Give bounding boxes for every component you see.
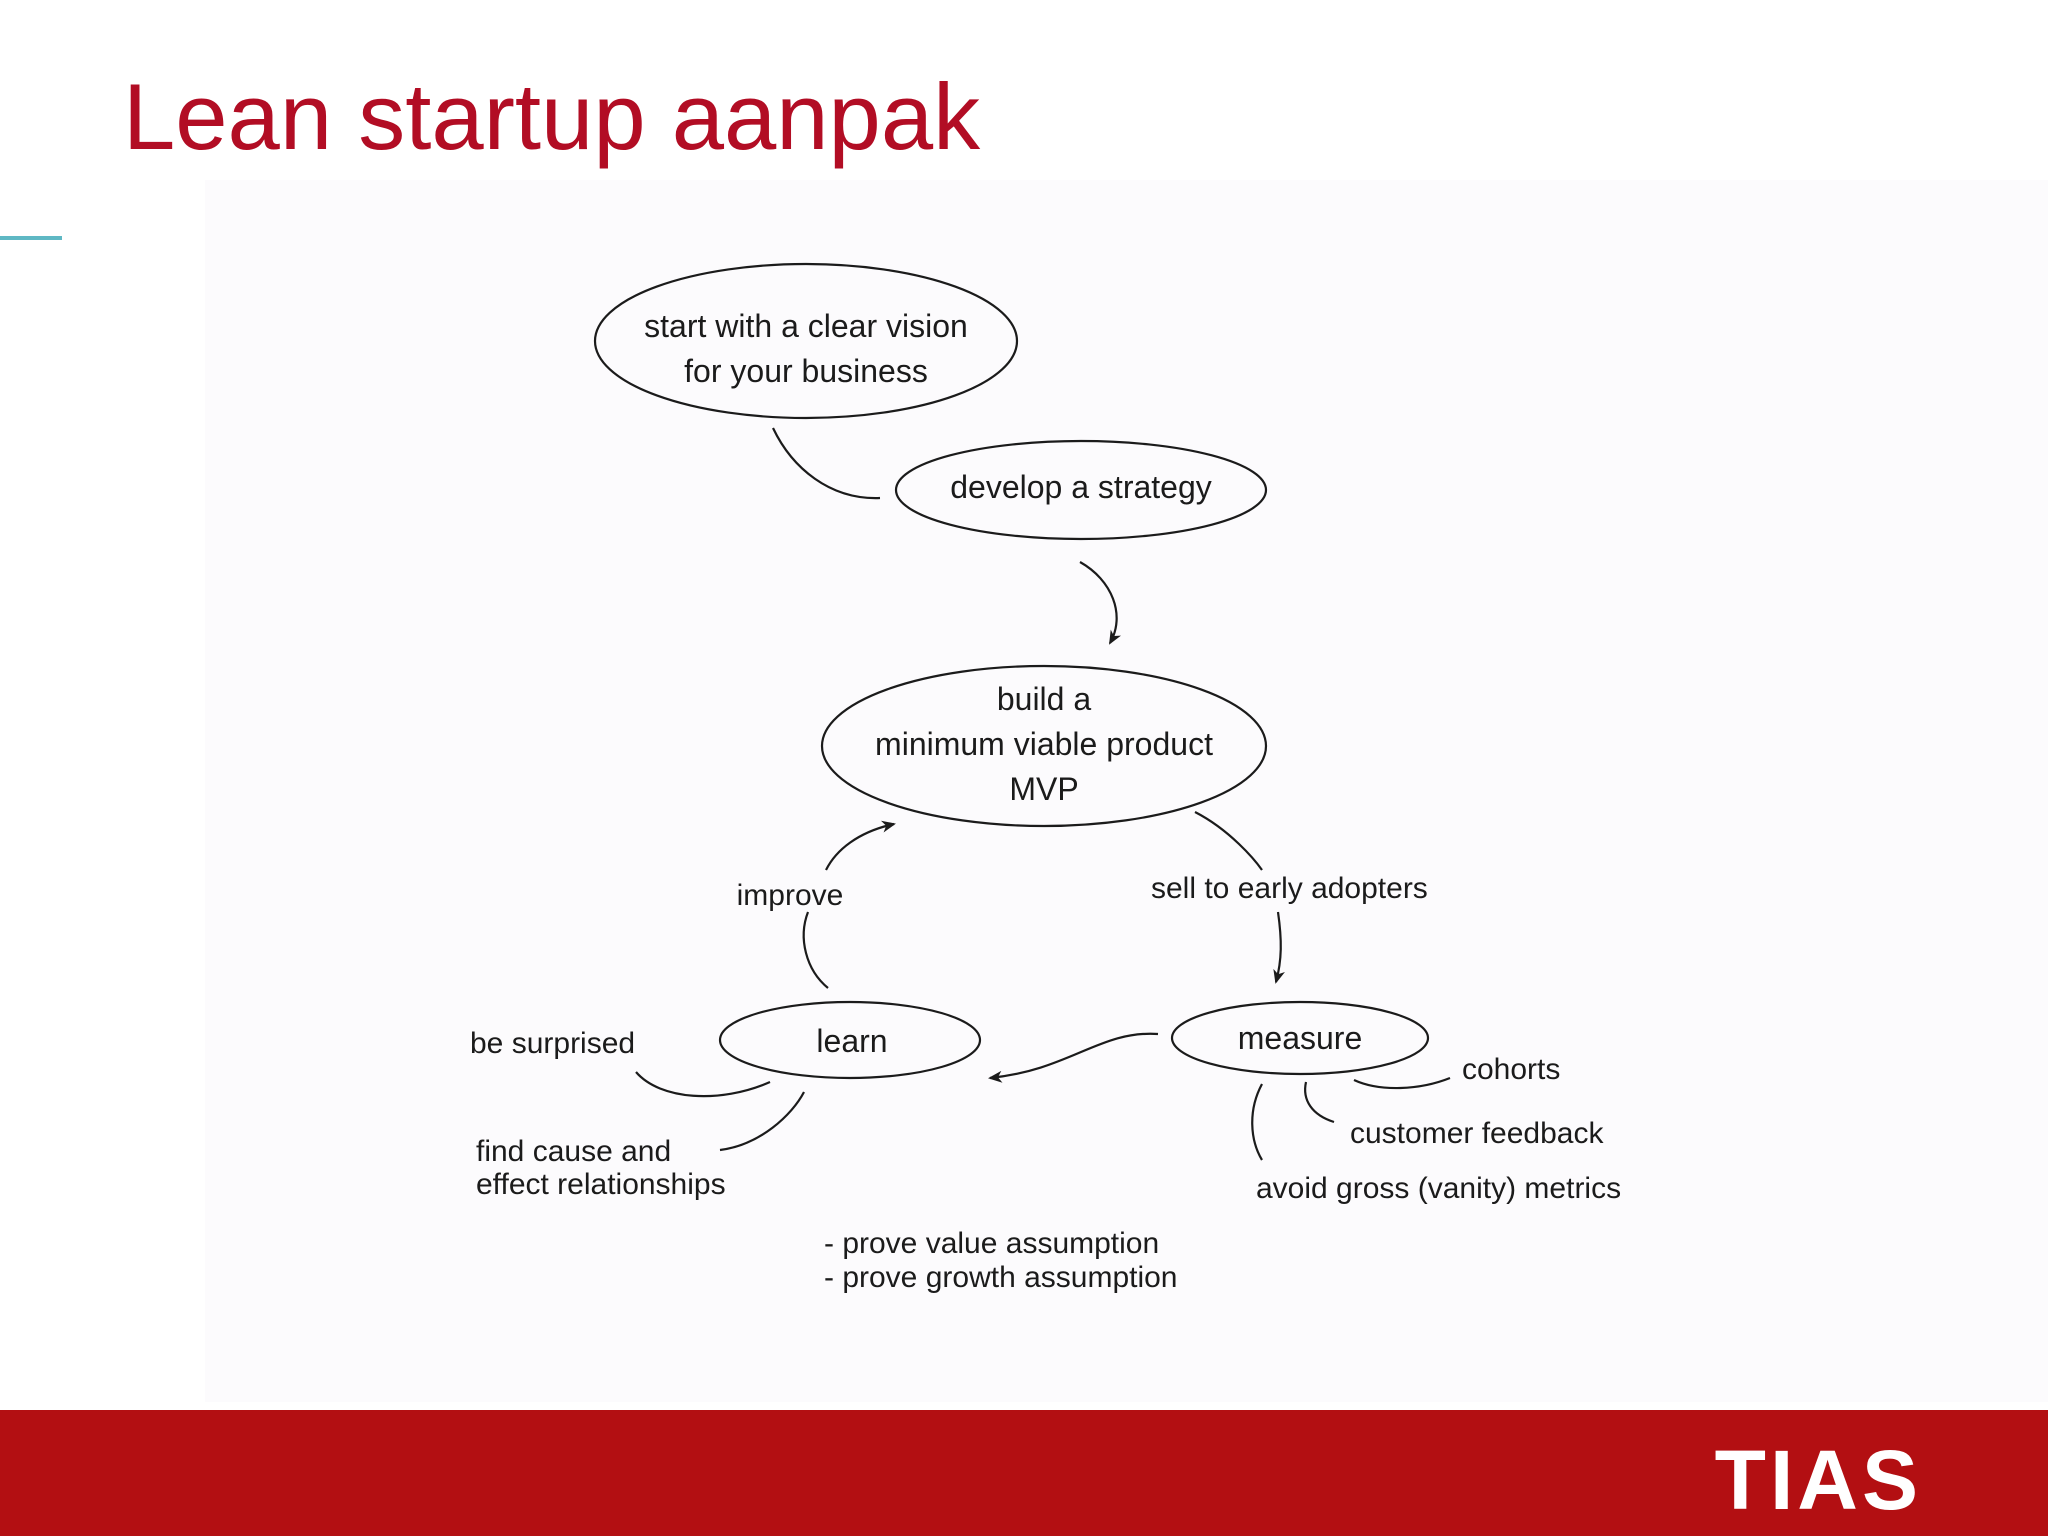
accent-line [0, 236, 62, 240]
strategy-node-label: develop a strategy [950, 469, 1212, 505]
cause-effect-line2: effect relationships [476, 1168, 726, 1201]
mvp-node-line2: minimum viable product [875, 726, 1213, 762]
diagram-panel [205, 180, 2048, 1402]
measure-node-label: measure [1238, 1020, 1363, 1056]
cause-effect-line1: find cause and [476, 1135, 671, 1168]
footer-bar: TIAS [0, 1410, 2048, 1536]
strategy-to-mvp-arrow [1079, 561, 1122, 645]
vision-node-line2: for your business [684, 353, 928, 389]
slide-title: Lean startup aanpak [123, 64, 981, 169]
cohorts-label: cohorts [1462, 1053, 1560, 1086]
sell-to-early-adopters-label: sell to early adopters [1151, 872, 1428, 905]
mvp-node [820, 664, 1268, 828]
prove-growth-label: - prove growth assumption [824, 1261, 1178, 1294]
customer-feedback-connector [1304, 1081, 1335, 1124]
cause-effect-connector [719, 1091, 805, 1152]
vision-node-line1: start with a clear vision [644, 308, 968, 344]
learn-node-label: learn [816, 1023, 887, 1059]
measure-to-learn-arrow [988, 1032, 1159, 1083]
vision-node [593, 262, 1019, 420]
cohorts-connector [1353, 1076, 1451, 1090]
be-surprised-label: be surprised [470, 1027, 635, 1060]
mvp-to-measure-connector [1194, 811, 1263, 871]
customer-feedback-label: customer feedback [1350, 1117, 1604, 1150]
mvp-node-line3: MVP [1009, 771, 1078, 807]
learn-to-improve-connector [802, 911, 829, 989]
lean-startup-diagram: start with a clear vision for your busin… [470, 262, 1621, 1294]
be-surprised-connector [635, 1071, 771, 1098]
mvp-node-line1: build a [997, 681, 1092, 717]
vanity-metrics-label: avoid gross (vanity) metrics [1256, 1172, 1621, 1205]
improve-to-mvp-arrow [825, 820, 896, 871]
measure-node [1170, 1000, 1430, 1076]
sell-to-measure-arrow [1273, 911, 1285, 984]
tias-logo: TIAS [1714, 1433, 1922, 1527]
learn-node [718, 1000, 982, 1080]
strategy-node [894, 439, 1268, 541]
vision-to-strategy-connector [772, 427, 881, 500]
vanity-metrics-connector [1251, 1083, 1263, 1161]
improve-label: improve [737, 879, 844, 912]
prove-value-label: - prove value assumption [824, 1227, 1159, 1260]
